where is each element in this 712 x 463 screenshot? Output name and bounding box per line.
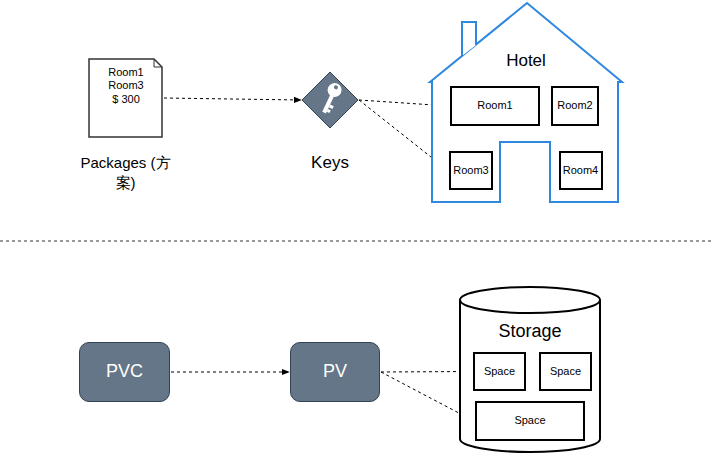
box-label: Space (550, 365, 581, 378)
room-box: Space (473, 352, 526, 391)
box-label: Room4 (563, 164, 598, 177)
cylinder-top (460, 287, 600, 313)
room-box: Room2 (551, 86, 599, 126)
dashed-connector (164, 98, 301, 100)
box-label: PVC (106, 361, 143, 383)
diamond-outline (302, 72, 358, 128)
node-label: Storage (458, 320, 602, 342)
k8s-box: PV (290, 342, 380, 402)
node-label: Packages (方案) (78, 153, 173, 193)
node-label: Room3 (96, 79, 156, 92)
box-label: Room3 (453, 164, 488, 177)
node-label: Room1 (96, 66, 156, 79)
separator-line (0, 241, 712, 242)
room-box: Room3 (449, 151, 493, 190)
dashed-connector (171, 372, 289, 373)
diamond-shape (302, 72, 358, 128)
key-icon (318, 81, 344, 116)
key-diamond: Keys (302, 72, 358, 128)
room-box: Space (539, 352, 592, 391)
dashed-connector (381, 371, 472, 373)
node-label: Keys (280, 153, 380, 173)
house-outline (430, 3, 622, 202)
node-label: Hotel (428, 51, 624, 71)
package-document: Room1Room3$ 300Packages (方案) (88, 58, 163, 138)
box-label: Space (484, 365, 515, 378)
chimney (462, 22, 476, 56)
room-box: Space (475, 401, 585, 441)
document-outline (89, 59, 162, 137)
room-box: Room1 (450, 86, 540, 126)
storage-cylinder: StorageSpaceSpaceSpace (458, 285, 602, 455)
box-label: Space (514, 414, 545, 427)
document-fold (154, 59, 162, 67)
room-box: Room4 (559, 151, 603, 190)
box-label: PV (323, 361, 347, 383)
hotel-house: HotelRoom1 Room2Room3 Room4 (428, 0, 624, 204)
node-label: $ 300 (96, 93, 156, 106)
box-label: Room1 (477, 99, 512, 112)
box-label: Room2 (557, 99, 592, 112)
k8s-box: PVC (79, 342, 170, 402)
